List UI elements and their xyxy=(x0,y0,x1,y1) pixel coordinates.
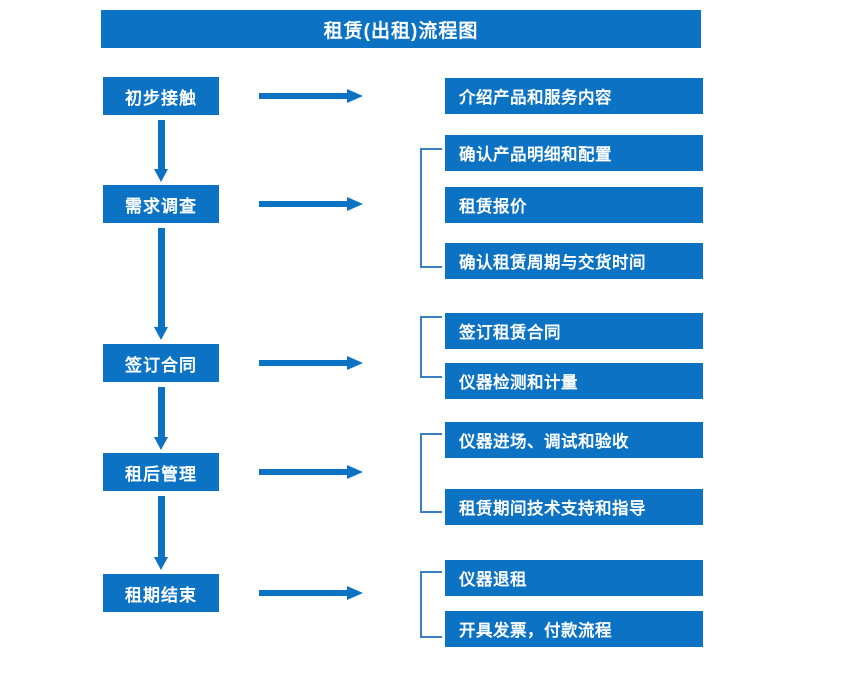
detail-box-instrument-inspection[interactable]: 仪器检测和计量 xyxy=(445,363,703,399)
arrow-head xyxy=(347,356,363,370)
group-bracket-post-rental xyxy=(420,433,442,513)
flow-arrow-down-2 xyxy=(154,228,168,341)
arrow-head xyxy=(347,465,363,479)
detail-arrow-right-5 xyxy=(259,586,363,600)
arrow-shaft xyxy=(158,120,165,170)
detail-box-sign-rental-contract[interactable]: 签订租赁合同 xyxy=(445,313,703,349)
arrow-head xyxy=(154,327,168,340)
detail-box-confirm-spec[interactable]: 确认产品明细和配置 xyxy=(445,135,703,171)
group-bracket-rental-end xyxy=(420,571,442,638)
stage-box-sign-contract[interactable]: 签订合同 xyxy=(103,344,219,382)
detail-box-rental-quote[interactable]: 租赁报价 xyxy=(445,187,703,223)
arrow-shaft xyxy=(259,201,349,207)
detail-box-instrument-return[interactable]: 仪器退租 xyxy=(445,560,703,596)
arrow-shaft xyxy=(158,387,165,438)
arrow-head xyxy=(154,169,168,182)
diagram-title: 租赁(出租)流程图 xyxy=(101,10,701,48)
stage-box-needs-survey[interactable]: 需求调查 xyxy=(103,185,219,223)
group-bracket-sign-contract xyxy=(420,316,442,378)
group-bracket-needs-survey xyxy=(420,148,442,268)
arrow-shaft xyxy=(259,590,349,596)
arrow-head xyxy=(347,586,363,600)
detail-arrow-right-3 xyxy=(259,356,363,370)
arrow-head xyxy=(154,437,168,450)
flow-arrow-down-3 xyxy=(154,387,168,450)
detail-box-confirm-period-delivery[interactable]: 确认租赁周期与交货时间 xyxy=(445,243,703,279)
detail-arrow-right-1 xyxy=(259,89,363,103)
detail-arrow-right-2 xyxy=(259,197,363,211)
detail-box-technical-support[interactable]: 租赁期间技术支持和指导 xyxy=(445,489,703,525)
arrow-shaft xyxy=(158,228,165,328)
detail-box-introduce-products[interactable]: 介绍产品和服务内容 xyxy=(445,78,703,114)
arrow-head xyxy=(154,557,168,570)
arrow-shaft xyxy=(259,360,349,366)
detail-box-invoice-payment[interactable]: 开具发票，付款流程 xyxy=(445,611,703,647)
arrow-shaft xyxy=(158,496,165,558)
detail-box-instrument-onsite-commissioning[interactable]: 仪器进场、调试和验收 xyxy=(445,422,703,458)
stage-box-initial-contact[interactable]: 初步接触 xyxy=(103,77,219,115)
arrow-shaft xyxy=(259,93,349,99)
detail-arrow-right-4 xyxy=(259,465,363,479)
arrow-shaft xyxy=(259,469,349,475)
arrow-head xyxy=(347,197,363,211)
flow-arrow-down-1 xyxy=(154,120,168,182)
arrow-head xyxy=(347,89,363,103)
stage-box-rental-end[interactable]: 租期结束 xyxy=(103,574,219,612)
stage-box-post-rental-management[interactable]: 租后管理 xyxy=(103,453,219,491)
flow-arrow-down-4 xyxy=(154,496,168,571)
